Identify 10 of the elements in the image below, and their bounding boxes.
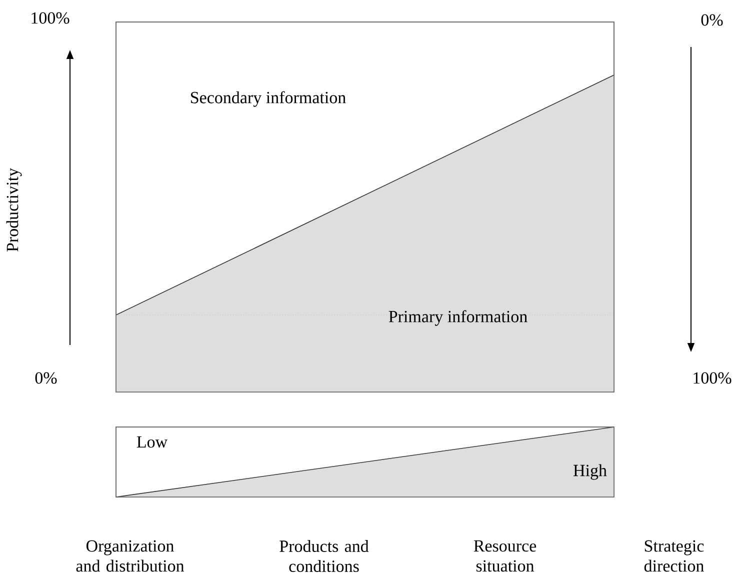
axis-title: Productivity [6, 168, 22, 252]
scale-box: Low High [116, 426, 614, 498]
percent-label: 0% [701, 14, 723, 26]
category-label: Organization and distribution [76, 540, 184, 572]
percent-label: 100% [694, 372, 732, 384]
category-label: Strategic direction [644, 540, 704, 572]
percent-label: 0% [35, 372, 57, 384]
category-label: Resource situation [474, 540, 536, 572]
category-label: Products and conditions [280, 540, 369, 572]
percent-label: 100% [32, 12, 70, 24]
